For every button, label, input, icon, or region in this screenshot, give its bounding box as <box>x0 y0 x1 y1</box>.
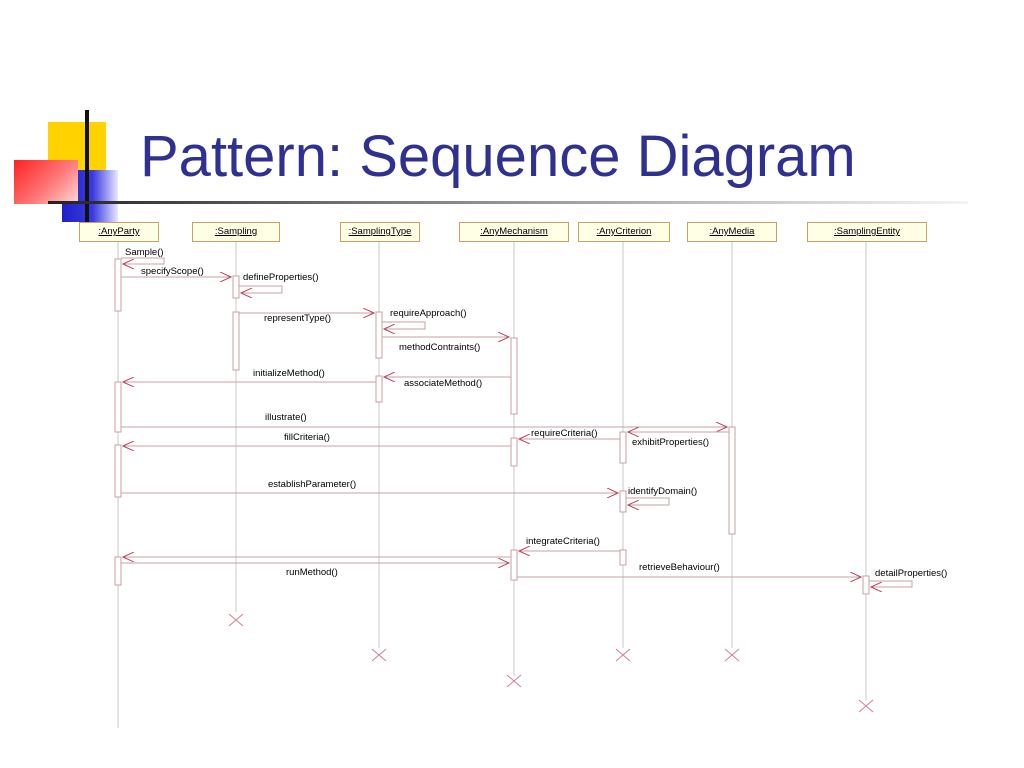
red-square-decoration <box>14 160 78 204</box>
activation-bar <box>510 337 518 415</box>
message-arrow-defineproperties <box>239 285 283 293</box>
message-label-defineproperties: defineProperties() <box>243 272 319 283</box>
activation-bar <box>114 381 122 433</box>
destroy-mark-samplingtype <box>371 648 387 662</box>
participant-anymechanism: :AnyMechanism <box>459 222 569 242</box>
destroy-mark-samplingentity <box>858 699 874 713</box>
message-label-identifydomain: identifyDomain() <box>628 486 697 497</box>
message-label-fillcriteria: fillCriteria() <box>284 432 330 443</box>
participant-anycriterion: :AnyCriterion <box>578 222 670 242</box>
activation-bar <box>375 375 383 403</box>
activation-bar <box>862 575 870 595</box>
activation-bar <box>510 437 518 467</box>
activation-bar <box>114 258 122 312</box>
title-underline <box>48 201 968 204</box>
participant-anymedia: :AnyMedia <box>687 222 777 242</box>
message-arrow-detailproperties <box>869 580 913 587</box>
message-label-sample: Sample() <box>125 247 164 258</box>
message-arrow-requireapproach <box>382 321 426 329</box>
message-label-illustrate: illustrate() <box>265 412 307 423</box>
message-label-initializemethod: initializeMethod() <box>253 368 325 379</box>
destroy-mark-anycriterion <box>615 648 631 662</box>
participant-anyparty: :AnyParty <box>79 222 159 242</box>
message-label-integratecriteria: integrateCriteria() <box>526 536 600 547</box>
message-label-requirecriteria: requireCriteria() <box>531 428 598 439</box>
activation-bar <box>232 311 240 371</box>
message-arrow-sample <box>121 257 165 264</box>
activation-bar <box>619 549 627 566</box>
message-label-methodcontraints: methodContraints() <box>399 342 480 353</box>
destroy-mark-sampling <box>228 613 244 627</box>
participant-samplingentity: :SamplingEntity <box>807 222 927 242</box>
participant-samplingtype: :SamplingType <box>340 222 420 242</box>
message-label-specifyscope: specifyScope() <box>141 266 204 277</box>
message-label-runmethod: runMethod() <box>286 567 338 578</box>
message-label-retrievebehaviour: retrieveBehaviour() <box>639 562 720 573</box>
destroy-mark-anymechanism <box>506 674 522 688</box>
activation-bar <box>232 275 240 299</box>
activation-bar <box>619 490 627 513</box>
activation-bar <box>114 444 122 498</box>
message-label-representtype: representType() <box>264 313 331 324</box>
destroy-mark-anymedia <box>724 648 740 662</box>
participant-sampling: :Sampling <box>192 222 280 242</box>
activation-bar <box>114 556 122 586</box>
activation-bar <box>619 431 627 464</box>
message-label-detailproperties: detailProperties() <box>875 568 947 579</box>
activation-bar <box>728 426 736 535</box>
slide-title: Pattern: Sequence Diagram <box>140 124 856 189</box>
message-label-establishparameter: establishParameter() <box>268 479 356 490</box>
message-label-exhibitproperties: exhibitProperties() <box>632 437 709 448</box>
activation-bar <box>510 549 518 581</box>
activation-bar <box>375 311 383 359</box>
message-label-associatemethod: associateMethod() <box>404 378 482 389</box>
vertical-rule-decoration <box>85 110 89 222</box>
message-label-requireapproach: requireApproach() <box>390 308 467 319</box>
message-arrow-identifydomain <box>626 497 670 505</box>
